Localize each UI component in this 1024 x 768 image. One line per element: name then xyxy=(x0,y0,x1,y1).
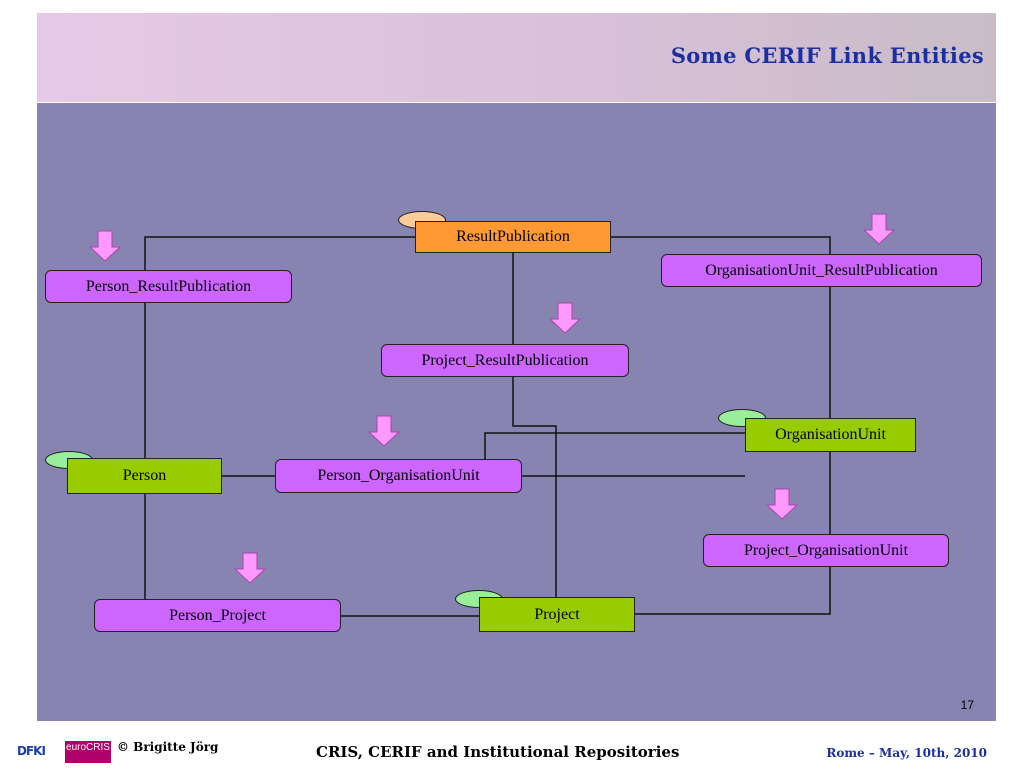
footer-logos: DFKI euroCRIS xyxy=(17,741,112,763)
link-project-result-publication[interactable]: Project_ResultPublication xyxy=(381,344,629,377)
down-arrow-icon xyxy=(862,213,896,245)
entity-project[interactable]: Project xyxy=(479,597,635,632)
page-number: 17 xyxy=(960,698,974,712)
down-arrow-icon xyxy=(765,488,799,520)
down-arrow-icon xyxy=(88,230,122,262)
down-arrow-icon xyxy=(548,302,582,334)
entity-result-publication[interactable]: ResultPublication xyxy=(415,221,611,253)
down-arrow-icon xyxy=(233,552,267,584)
link-person-project[interactable]: Person_Project xyxy=(94,599,341,632)
line-resultpublication-person xyxy=(144,236,415,458)
footer-author: © Brigitte Jörg xyxy=(117,740,219,754)
footer-title: CRIS, CERIF and Institutional Repositori… xyxy=(316,743,680,761)
slide-title: Some CERIF Link Entities xyxy=(670,43,984,68)
down-arrow-icon xyxy=(367,415,401,447)
footer-location-date: Rome – May, 10th, 2010 xyxy=(826,746,987,760)
eurocris-logo: euroCRIS xyxy=(65,741,111,763)
line-orgunit-project xyxy=(635,452,831,615)
link-person-organisation-unit[interactable]: Person_OrganisationUnit xyxy=(275,459,522,493)
slide-header: Some CERIF Link Entities xyxy=(37,13,996,102)
line-resultpublication-orgunit xyxy=(611,236,831,418)
entity-person[interactable]: Person xyxy=(67,458,222,494)
link-project-organisation-unit[interactable]: Project_OrganisationUnit xyxy=(703,534,949,567)
entity-organisation-unit[interactable]: OrganisationUnit xyxy=(745,418,916,452)
link-organisation-unit-result-publication[interactable]: OrganisationUnit_ResultPublication xyxy=(661,254,982,287)
line-orgunit-person-orgunit xyxy=(484,432,745,476)
line-person-project xyxy=(144,494,479,617)
dfki-logo: DFKI xyxy=(17,744,46,758)
link-person-result-publication[interactable]: Person_ResultPublication xyxy=(45,270,292,303)
line-resultpublication-project xyxy=(512,253,557,597)
